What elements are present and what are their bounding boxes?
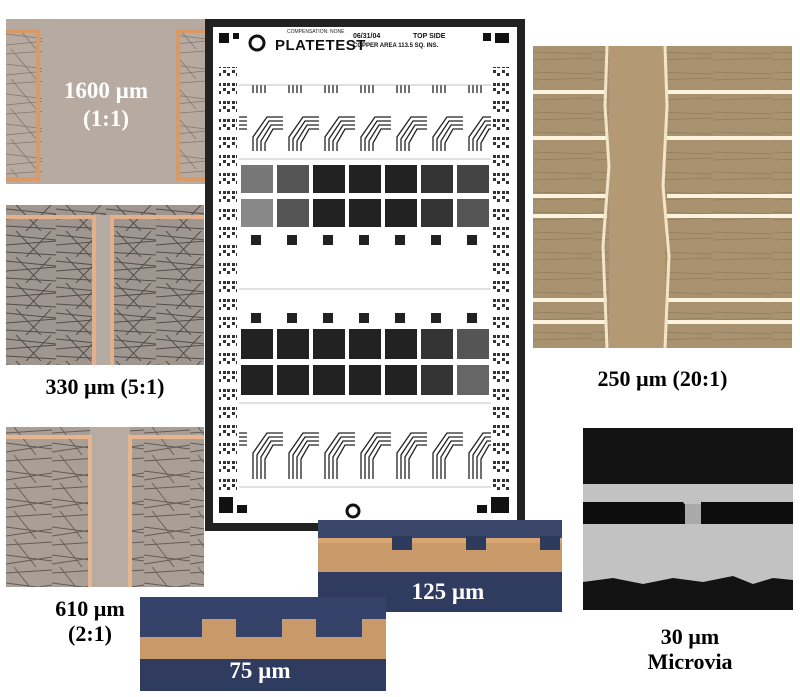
cross-section-30um-image bbox=[583, 428, 793, 610]
caption-1600um-ratio: (1:1) bbox=[83, 105, 129, 131]
cross-section-30um-microvia bbox=[583, 428, 793, 610]
cross-section-1600um: 1600 µm (1:1) bbox=[6, 19, 206, 184]
cross-section-125um-image bbox=[318, 520, 562, 612]
caption-250um: 250 µm (20:1) bbox=[597, 366, 728, 391]
caption-30um-value: 30 µm bbox=[660, 624, 720, 649]
cross-section-330um bbox=[6, 205, 204, 365]
cross-section-250um bbox=[533, 46, 792, 348]
dark-square-grid-bottom bbox=[241, 329, 489, 395]
caption-610um: 610 µm (2:1) bbox=[40, 596, 140, 647]
caption-30um-label: Microvia bbox=[647, 649, 733, 675]
platetest-side: TOP SIDE bbox=[413, 33, 446, 40]
cross-section-250um-image bbox=[533, 46, 792, 348]
cross-section-125um: 125 µm bbox=[318, 520, 562, 612]
cross-section-1600um-image bbox=[6, 19, 206, 184]
platetest-board-image bbox=[219, 33, 511, 519]
caption-75um: 75 µm bbox=[229, 658, 291, 683]
cross-section-330um-image bbox=[6, 205, 204, 365]
caption-30um: 30 µm Microvia bbox=[600, 624, 780, 675]
platetest-title: PLATETEST bbox=[275, 37, 366, 54]
platetest-date: 06/31/04 bbox=[353, 33, 381, 40]
platetest-board: COMPENSATION: NONE PLATETEST 06/31/04 TO… bbox=[213, 27, 517, 523]
cross-section-75um-image bbox=[140, 597, 386, 691]
platetest-panel: COMPENSATION: NONE PLATETEST 06/31/04 TO… bbox=[205, 19, 525, 531]
caption-125um: 125 µm bbox=[411, 579, 485, 604]
caption-1600um: 1600 µm bbox=[63, 78, 149, 103]
cross-section-75um: 75 µm bbox=[140, 597, 386, 691]
cross-section-610um-image bbox=[6, 427, 204, 587]
platetest-small-header: COMPENSATION: NONE bbox=[287, 29, 345, 35]
cross-section-610um bbox=[6, 427, 204, 587]
caption-610um-value: 610 µm bbox=[55, 596, 125, 621]
caption-330um: 330 µm (5:1) bbox=[45, 374, 165, 399]
platetest-area: COPPER AREA 113.5 SQ. INS. bbox=[353, 43, 439, 49]
dark-square-grid-top bbox=[241, 165, 489, 227]
caption-610um-ratio: (2:1) bbox=[68, 621, 112, 647]
